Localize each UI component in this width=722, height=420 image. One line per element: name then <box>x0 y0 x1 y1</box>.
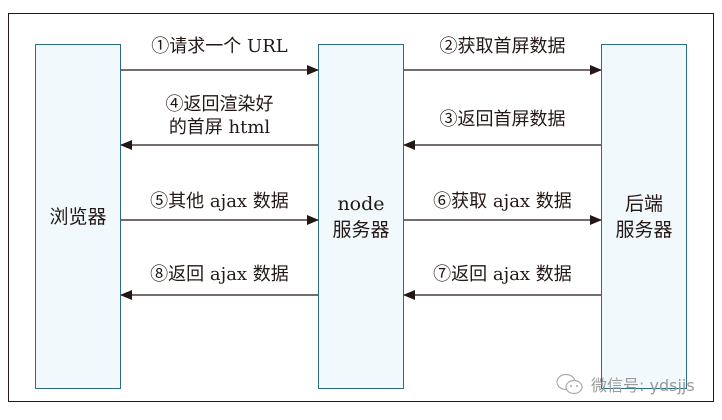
node-server-box: node 服务器 <box>318 44 404 389</box>
browser-label: 浏览器 <box>49 205 107 228</box>
backend-label-line2: 服务器 <box>615 218 673 241</box>
backend-label-line1: 后端 <box>624 192 663 215</box>
wechat-icon <box>556 373 583 395</box>
node-label-line2: 服务器 <box>332 218 390 241</box>
arrow-4-label-line2: 的首屏 html <box>168 117 271 138</box>
arrow-2-label: ②获取首屏数据 <box>439 36 566 57</box>
arrow-5-label: ⑤其他 ajax 数据 <box>150 191 289 212</box>
browser-box: 浏览器 <box>35 44 121 389</box>
arrow-8-label: ⑧返回 ajax 数据 <box>150 264 289 285</box>
node-label-line1: node <box>337 192 385 215</box>
arrow-3-label: ③返回首屏数据 <box>439 109 566 130</box>
watermark: 微信号: ydsjjs <box>555 372 695 396</box>
arrow-6-label: ⑥获取 ajax 数据 <box>433 191 572 212</box>
arrow-4-label-line1: ④返回渲染好 <box>165 94 274 115</box>
arrow-1-label: ①请求一个 URL <box>151 36 288 57</box>
diagram-frame <box>8 13 714 402</box>
arrow-4-label: ④返回渲染好 的首屏 html <box>121 93 318 139</box>
arrow-7-label: ⑦返回 ajax 数据 <box>433 264 572 285</box>
watermark-text: 微信号: ydsjjs <box>591 376 695 395</box>
backend-server-box: 后端服务器 <box>601 44 687 389</box>
